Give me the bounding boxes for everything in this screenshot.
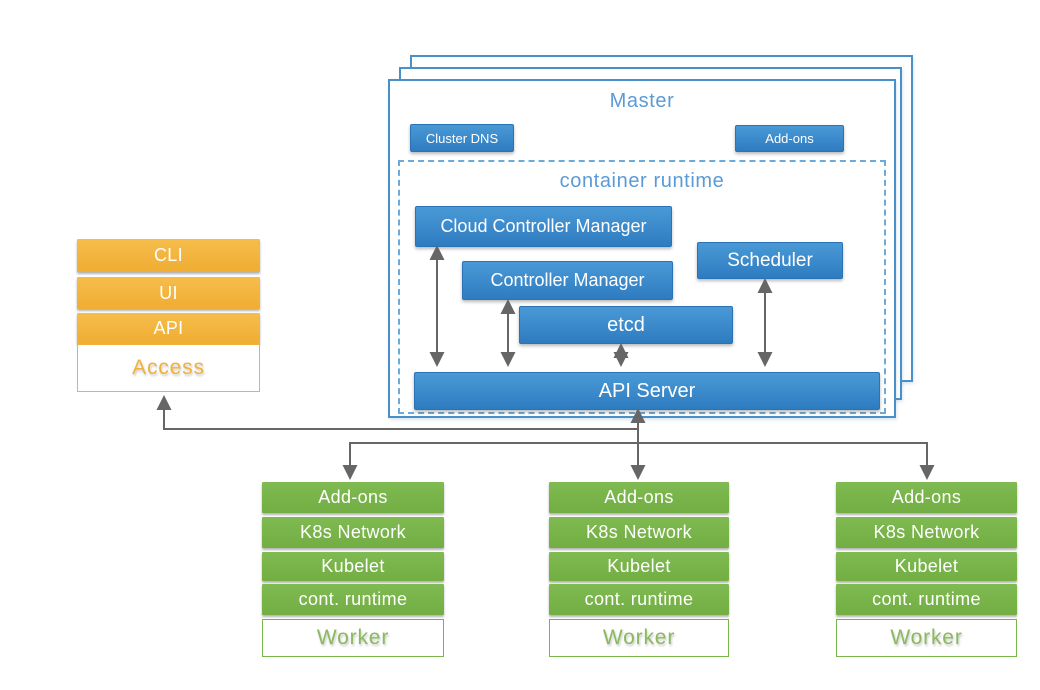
cloud-controller-manager-box: Cloud Controller Manager bbox=[415, 206, 672, 247]
worker3-kubelet: Kubelet bbox=[836, 552, 1017, 581]
access-label: Access bbox=[77, 344, 260, 392]
access-item-ui: UI bbox=[77, 277, 260, 309]
worker3-cont-runtime: cont. runtime bbox=[836, 584, 1017, 615]
worker3-k8s-network: K8s Network bbox=[836, 517, 1017, 548]
worker2-kubelet: Kubelet bbox=[549, 552, 729, 581]
worker-node-1: Add-ons K8s Network Kubelet cont. runtim… bbox=[262, 482, 444, 657]
worker-node-3: Add-ons K8s Network Kubelet cont. runtim… bbox=[836, 482, 1017, 657]
worker2-label: Worker bbox=[549, 619, 729, 657]
master-stack: Master Cluster DNS Add-ons container run… bbox=[388, 55, 918, 420]
arrow-branch-to-worker3 bbox=[638, 442, 935, 480]
worker3-addons: Add-ons bbox=[836, 482, 1017, 513]
scheduler-box: Scheduler bbox=[697, 242, 843, 279]
worker2-addons: Add-ons bbox=[549, 482, 729, 513]
master-title: Master bbox=[609, 90, 675, 112]
arrow-branch-to-worker1 bbox=[342, 442, 638, 480]
worker1-kubelet: Kubelet bbox=[262, 552, 444, 581]
access-item-api: API bbox=[77, 313, 260, 344]
etcd-box: etcd bbox=[519, 306, 733, 344]
worker1-cont-runtime: cont. runtime bbox=[262, 584, 444, 615]
addons-box: Add-ons bbox=[735, 125, 844, 152]
worker2-cont-runtime: cont. runtime bbox=[549, 584, 729, 615]
container-runtime-box: container runtime Cloud Controller Manag… bbox=[398, 160, 886, 414]
cluster-dns-box: Cluster DNS bbox=[410, 124, 514, 152]
worker1-k8s-network: K8s Network bbox=[262, 517, 444, 548]
container-runtime-title: container runtime bbox=[559, 170, 725, 192]
api-server-box: API Server bbox=[414, 372, 880, 410]
controller-manager-box: Controller Manager bbox=[462, 261, 673, 300]
access-item-cli: CLI bbox=[77, 239, 260, 272]
worker1-label: Worker bbox=[262, 619, 444, 657]
access-stack: CLI UI API Access bbox=[77, 239, 260, 392]
worker-node-2: Add-ons K8s Network Kubelet cont. runtim… bbox=[549, 482, 729, 657]
worker3-label: Worker bbox=[836, 619, 1017, 657]
worker2-k8s-network: K8s Network bbox=[549, 517, 729, 548]
master-node: Master Cluster DNS Add-ons container run… bbox=[388, 79, 896, 418]
worker1-addons: Add-ons bbox=[262, 482, 444, 513]
